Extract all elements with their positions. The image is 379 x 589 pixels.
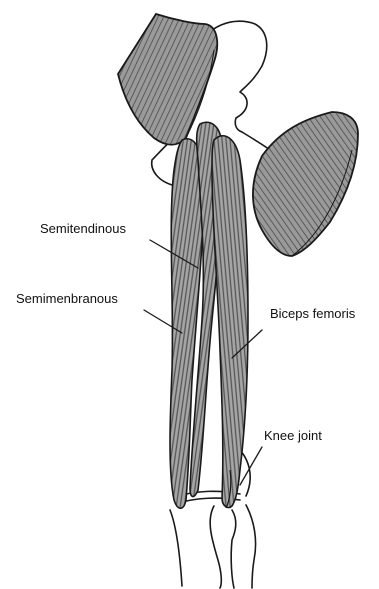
knee-joint-pointer [240,447,262,485]
biceps-femoris-muscle [212,136,248,508]
semitendinous-label: Semitendinous [40,221,126,236]
biceps-femoris-label: Biceps femoris [270,306,356,321]
knee-joint-label: Knee joint [264,428,322,443]
semimembranous-label: Semimenbranous [16,291,118,306]
right-muscle-block [253,112,358,256]
